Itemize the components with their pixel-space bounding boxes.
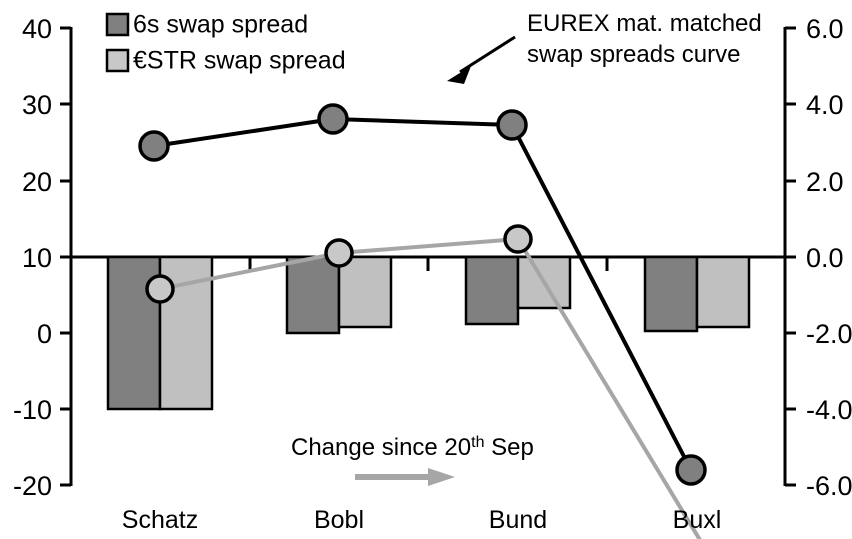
right-axis: 6.0 4.0 2.0 0.0 -2.0 -4.0 -6.0 xyxy=(783,14,852,501)
left-tick-label-30: 30 xyxy=(22,90,52,120)
eurex-callout-line2: swap spreads curve xyxy=(527,41,740,68)
eurex-callout-annotation: EUREX mat. matched swap spreads curve xyxy=(447,10,762,84)
change-since-text: Change since 20 xyxy=(291,434,471,461)
estr-marker-schatz xyxy=(145,274,175,304)
right-tick-label-0: 0.0 xyxy=(806,243,844,273)
eurex-marker-buxl xyxy=(675,454,707,486)
estr-marker-bund xyxy=(503,224,533,254)
category-separator-ticks xyxy=(248,257,609,271)
change-since-text-after: Sep xyxy=(484,434,533,461)
right-tick-label-neg4: -4.0 xyxy=(806,395,852,425)
legend-label-6s: 6s swap spread xyxy=(133,11,308,39)
cat-label-schatz: Schatz xyxy=(122,506,198,534)
estr-line-series xyxy=(145,224,702,539)
eurex-marker-bobl xyxy=(317,103,349,135)
eurex-marker-bund xyxy=(496,109,528,141)
left-tick-label-40: 40 xyxy=(22,14,52,44)
estr-marker-bobl xyxy=(324,238,354,268)
eurex-line-series xyxy=(138,103,707,486)
right-tick-label-2: 2.0 xyxy=(806,167,844,197)
change-since-text-group: Change since 20th Sep xyxy=(291,434,534,461)
bar-group-buxl xyxy=(643,255,751,333)
left-tick-label-neg10: -10 xyxy=(13,395,52,425)
change-since-annotation: Change since 20th Sep xyxy=(291,434,534,486)
right-tick-label-6: 6.0 xyxy=(806,14,844,44)
left-tick-label-10: 10 xyxy=(22,243,52,273)
bar-estr-buxl xyxy=(695,255,751,329)
left-tick-label-0: 0 xyxy=(37,319,52,349)
bar-estr-bobl xyxy=(337,255,393,329)
cat-label-bund: Bund xyxy=(489,506,547,534)
right-tick-label-neg2: -2.0 xyxy=(806,319,852,349)
eurex-callout-arrow-head xyxy=(447,66,471,84)
bar-group-bobl xyxy=(285,255,393,335)
legend-label-estr: €STR swap spread xyxy=(133,47,346,75)
left-tick-label-20: 20 xyxy=(22,167,52,197)
legend-swatch-estr xyxy=(105,48,130,73)
eurex-line-path xyxy=(153,117,693,471)
bar-6s-bobl xyxy=(285,255,341,335)
left-axis: 40 30 20 10 0 -10 -20 xyxy=(13,14,73,501)
right-tick-label-4: 4.0 xyxy=(806,90,844,120)
left-tick-label-neg20: -20 xyxy=(13,471,52,501)
estr-line-path xyxy=(159,237,702,539)
category-labels: Schatz Bobl Bund Buxl xyxy=(122,506,722,534)
eurex-marker-schatz xyxy=(138,130,170,162)
bar-6s-bund xyxy=(464,255,520,326)
legend-swatch-6s xyxy=(105,12,130,37)
cat-label-buxl: Buxl xyxy=(673,506,722,534)
eurex-callout-arrow-shaft xyxy=(459,35,516,74)
cat-label-bobl: Bobl xyxy=(314,506,364,534)
right-tick-label-neg6: -6.0 xyxy=(806,471,852,501)
bar-6s-buxl xyxy=(643,255,699,333)
change-since-superscript: th xyxy=(471,434,484,451)
eurex-callout-line1: EUREX mat. matched xyxy=(527,10,762,37)
chart-legend: 6s swap spread €STR swap spread xyxy=(105,11,346,75)
change-since-arrow-head xyxy=(428,468,455,486)
